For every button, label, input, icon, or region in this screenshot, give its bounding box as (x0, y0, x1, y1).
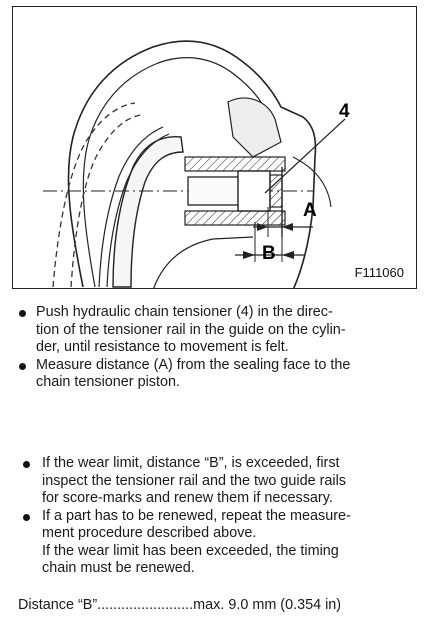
text-line: der, until resistance to movement is fel… (36, 339, 289, 355)
text-line: Push hydraulic chain tensioner (4) in th… (36, 304, 333, 320)
bullet-text: If a part has to be renewed, repeat the … (42, 508, 429, 578)
text-line: chain must be renewed. (42, 560, 195, 576)
spec-label: Distance “B” (18, 597, 98, 613)
technical-illustration: 4 A B F111060 (12, 6, 417, 289)
cover-housing-outline (67, 40, 317, 288)
tensioner-drawing (43, 40, 346, 288)
instruction-list-1: Push hydraulic chain tensioner (4) in th… (0, 304, 429, 392)
tensioner-housing-bottom (184, 210, 286, 226)
bullet-icon (19, 310, 26, 317)
tensioner-rail-dashed-inner (70, 114, 142, 288)
bullet-item: Push hydraulic chain tensioner (4) in th… (0, 304, 429, 357)
bullet-item: If the wear limit, distance “B”, is exce… (0, 455, 429, 508)
engine-block-right (292, 156, 332, 208)
spec-leader: ........................ (97, 597, 194, 613)
dimension-b-arrow-left (243, 251, 255, 259)
instruction-list-2: If the wear limit, distance “B”, is exce… (0, 455, 429, 578)
dimension-a-arrow-right (282, 223, 293, 231)
timing-chain (98, 126, 170, 288)
bullet-icon (19, 362, 26, 370)
bullet-icon (23, 461, 30, 468)
bullet-text: Measure distance (A) from the sealing fa… (36, 357, 429, 392)
text-line: If the wear limit has been exceeded, the… (42, 542, 339, 559)
text-line: Measure distance (A) from the sealing fa… (36, 356, 351, 373)
engine-block-lower (153, 236, 254, 288)
callout-b: B (262, 243, 276, 264)
bullet-item: Measure distance (A) from the sealing fa… (0, 357, 429, 392)
figure-id: F111060 (354, 265, 404, 280)
callout-4-leader (264, 118, 346, 194)
text-line: If the wear limit, distance “B”, is exce… (42, 455, 340, 471)
text-line: inspect the tensioner rail and the two g… (42, 472, 346, 489)
guide-shoe (112, 135, 184, 288)
text-line: ment procedure described above. (42, 525, 257, 541)
spec-value: max. 9.0 mm (0.354 in) (193, 597, 342, 613)
text-line: for score-marks and renew them if necess… (42, 490, 333, 506)
callout-part-4: 4 (339, 101, 350, 122)
tensioner-housing-top (184, 156, 286, 172)
bullet-text: If the wear limit, distance “B”, is exce… (42, 455, 429, 508)
upper-boss (227, 97, 282, 158)
bullet-item: If a part has to be renewed, repeat the … (0, 508, 429, 578)
sealing-face (269, 174, 283, 208)
bullet-text: Push hydraulic chain tensioner (4) in th… (36, 304, 429, 357)
text-line: tion of the tensioner rail in the guide … (36, 321, 346, 338)
callout-a: A (303, 200, 317, 221)
dimension-a-arrow-left (257, 223, 268, 231)
specification-line: Distance “B”........................max.… (18, 596, 341, 614)
tensioner-rail-dashed (52, 102, 136, 288)
dimension-b-arrow-right (282, 251, 294, 259)
text-line: If a part has to be renewed, repeat the … (42, 507, 351, 524)
tensioner-cap (237, 170, 271, 212)
text-line: chain tensioner piston. (36, 374, 180, 390)
bullet-icon (23, 513, 30, 521)
